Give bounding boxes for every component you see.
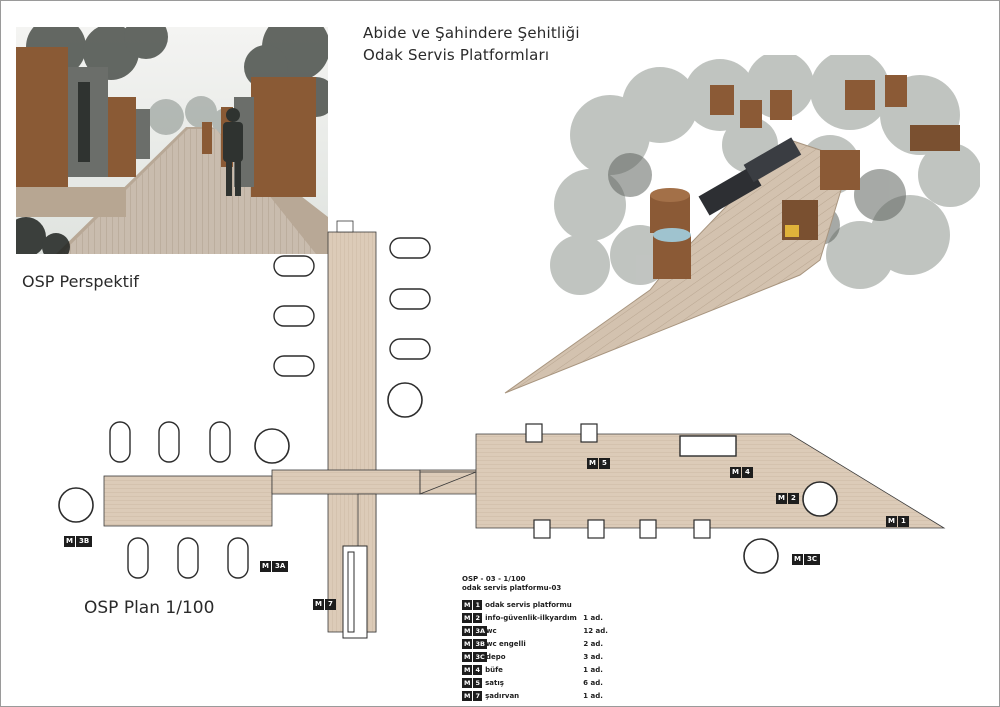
info-unit [802, 481, 838, 517]
sheet-title: Abide ve Şahindere Şehitliği Odak Servis… [363, 22, 580, 66]
ablution-fountain [342, 545, 368, 639]
legend-heading: OSP - 03 - 1/100 [462, 575, 526, 583]
perspective-render [16, 27, 328, 254]
cabins-right [202, 77, 316, 197]
cabins-left [16, 47, 150, 217]
sales-kiosks [525, 423, 711, 539]
tree-foliage [26, 27, 328, 117]
aerial-render [504, 55, 980, 394]
perspective-label: OSP Perspektif [22, 272, 139, 291]
wc-units-upper [273, 237, 431, 377]
plan-label: OSP Plan 1/100 [84, 598, 215, 618]
legend: OSP - 03 - 1/100 odak servis platformu-0… [462, 575, 612, 702]
aerial-pavilions [650, 75, 960, 279]
title-line-1: Abide ve Şahindere Şehitliği [363, 24, 580, 42]
buffet-kiosk [679, 435, 737, 457]
wc-accessible-unit [58, 487, 94, 523]
title-line-2: Odak Servis Platformları [363, 46, 550, 64]
legend-subheading: odak servis platformu-03 [462, 584, 562, 592]
visitor-figure [223, 108, 243, 196]
depot-units [254, 382, 779, 574]
wc-units-left [109, 421, 249, 579]
